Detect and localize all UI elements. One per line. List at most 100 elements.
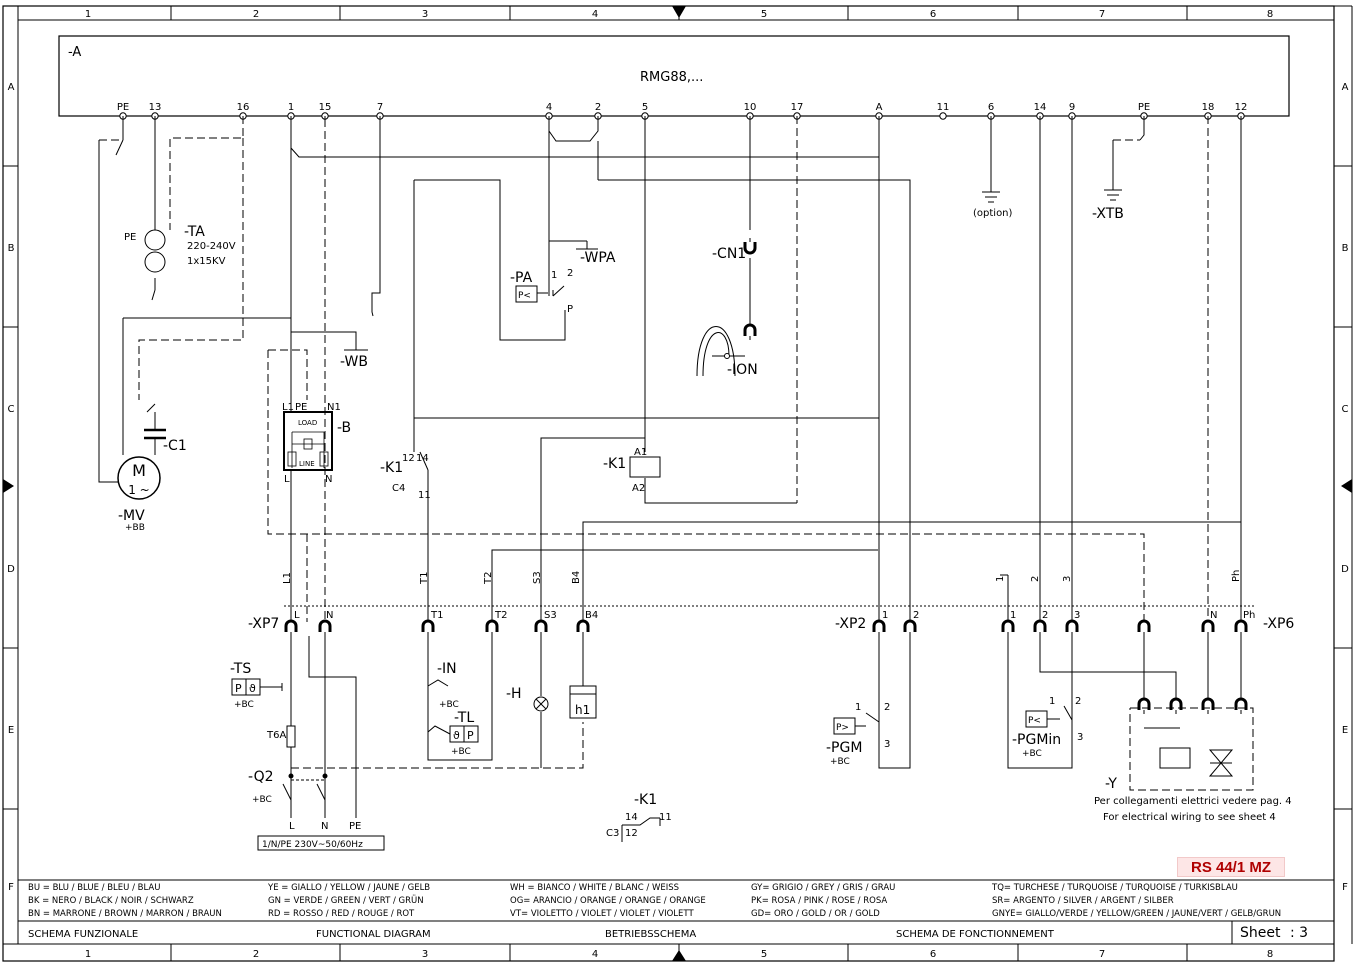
legend-entry: OG= ARANCIO / ORANGE / ORANGE / ORANGE — [510, 896, 706, 906]
svg-text:N: N — [1210, 610, 1217, 621]
legend-entry: WH = BIANCO / WHITE / BLANC / WEISS — [510, 883, 679, 893]
svg-text:1: 1 — [85, 9, 91, 20]
svg-text:P: P — [467, 729, 474, 742]
svg-text:SCHEMA FUNZIONALE: SCHEMA FUNZIONALE — [28, 929, 138, 940]
svg-text:3: 3 — [1062, 576, 1073, 582]
svg-text:N: N — [325, 474, 332, 485]
svg-text:-XP6: -XP6 — [1263, 616, 1294, 632]
svg-text:S3: S3 — [544, 610, 557, 621]
svg-text:PE: PE — [295, 402, 307, 413]
svg-text:1x15KV: 1x15KV — [187, 256, 226, 267]
connector-plug — [421, 619, 435, 638]
svg-text:B: B — [8, 243, 15, 254]
svg-text:-TL: -TL — [454, 710, 474, 726]
svg-text:N: N — [326, 610, 333, 621]
svg-text:3: 3 — [422, 9, 428, 20]
svg-text:2: 2 — [1075, 696, 1081, 707]
valve-plug — [1169, 697, 1183, 716]
svg-text:-K1: -K1 — [634, 792, 657, 808]
fuse-t6a — [286, 725, 296, 748]
svg-text:F: F — [1342, 882, 1348, 893]
svg-text:+BC: +BC — [830, 757, 850, 767]
svg-text:-B: -B — [337, 420, 351, 436]
svg-text:-PGM: -PGM — [826, 740, 862, 756]
svg-text:11: 11 — [659, 812, 672, 823]
terminal-label: 4 — [546, 102, 552, 113]
svg-text:3: 3 — [884, 739, 890, 750]
connector-plug — [872, 619, 886, 638]
legend-entry: PK= ROSA / PINK / ROSE / ROSA — [751, 896, 887, 906]
svg-text:14: 14 — [625, 812, 638, 823]
svg-text:2: 2 — [884, 702, 890, 713]
svg-text:-Q2: -Q2 — [248, 769, 274, 785]
svg-text:T2: T2 — [483, 572, 494, 585]
svg-text:-PGMin: -PGMin — [1012, 732, 1061, 748]
valve-plug — [1201, 697, 1215, 716]
svg-text:-Y: -Y — [1105, 776, 1117, 792]
svg-text:L: L — [294, 610, 300, 621]
svg-text:E: E — [8, 725, 14, 736]
svg-text:1: 1 — [551, 270, 557, 281]
svg-text:1: 1 — [85, 949, 91, 960]
svg-text:SCHEMA DE FONCTIONNEMENT: SCHEMA DE FONCTIONNEMENT — [896, 929, 1055, 940]
svg-text:8: 8 — [1267, 949, 1273, 960]
terminal — [939, 112, 947, 120]
svg-text:Ph: Ph — [1231, 570, 1242, 582]
connector-plug — [1065, 619, 1079, 638]
svg-text:-H: -H — [506, 686, 522, 702]
terminal-label: 11 — [937, 102, 950, 113]
model-title-badge: RS 44/1 MZ — [1177, 857, 1285, 877]
legend-entry: GD= ORO / GOLD / OR / GOLD — [751, 909, 880, 919]
svg-text:P: P — [567, 304, 573, 315]
svg-text:-K1: -K1 — [380, 460, 403, 476]
svg-text:P<: P< — [518, 291, 531, 301]
svg-text:+BC: +BC — [252, 795, 272, 805]
terminal-label: 15 — [319, 102, 332, 113]
svg-text:D: D — [7, 564, 15, 575]
svg-text:1: 1 — [1010, 610, 1016, 621]
svg-text:A2: A2 — [632, 483, 645, 494]
hour-meter — [569, 685, 597, 719]
valve-plug — [1234, 697, 1248, 716]
svg-text:C4: C4 — [392, 483, 405, 494]
legend-entry: VT= VIOLETTO / VIOLET / VIOLET / VIOLETT — [510, 909, 694, 919]
pressure-switch-boxes — [515, 285, 1073, 740]
svg-text:A1: A1 — [634, 447, 647, 458]
svg-text:S3: S3 — [532, 571, 543, 584]
svg-text:220-240V: 220-240V — [187, 241, 236, 252]
svg-text:1: 1 — [882, 610, 888, 621]
svg-text:M: M — [132, 461, 146, 480]
svg-text:L: L — [284, 474, 290, 485]
svg-text:L1: L1 — [282, 572, 293, 584]
lamp-h — [533, 696, 549, 712]
svg-text:P: P — [235, 682, 242, 695]
svg-text:-C1: -C1 — [163, 438, 187, 454]
legend-entry: TQ= TURCHESE / TURQUOISE / TURQUOISE / T… — [991, 883, 1238, 893]
svg-text:LOAD: LOAD — [298, 419, 317, 427]
device-a: -A RMG88,... — [58, 35, 1290, 117]
legend-entry: BU = BLU / BLUE / BLEU / BLAU — [28, 883, 160, 893]
svg-text:2: 2 — [913, 610, 919, 621]
svg-text:T1: T1 — [419, 572, 430, 585]
legend-entry: GY= GRIGIO / GREY / GRIS / GRAU — [751, 883, 895, 893]
svg-text:+BC: +BC — [451, 747, 471, 757]
svg-text:+BC: +BC — [439, 700, 459, 710]
svg-text:A: A — [1342, 82, 1349, 93]
svg-text:14: 14 — [416, 453, 429, 464]
connector-plugs — [284, 619, 1248, 716]
svg-text:Ph: Ph — [1243, 610, 1255, 621]
svg-text:-XP7: -XP7 — [248, 616, 279, 632]
svg-text:C: C — [8, 404, 15, 415]
svg-text:7: 7 — [1099, 949, 1105, 960]
tl-box — [427, 679, 479, 743]
svg-text:7: 7 — [1099, 9, 1105, 20]
svg-text:1: 1 — [995, 576, 1006, 582]
svg-text:ϑ: ϑ — [249, 682, 256, 695]
connector-plug — [318, 619, 332, 638]
svg-text:-TS: -TS — [230, 661, 251, 677]
svg-text:B4: B4 — [585, 610, 598, 621]
capacitor-c1 — [144, 403, 166, 455]
